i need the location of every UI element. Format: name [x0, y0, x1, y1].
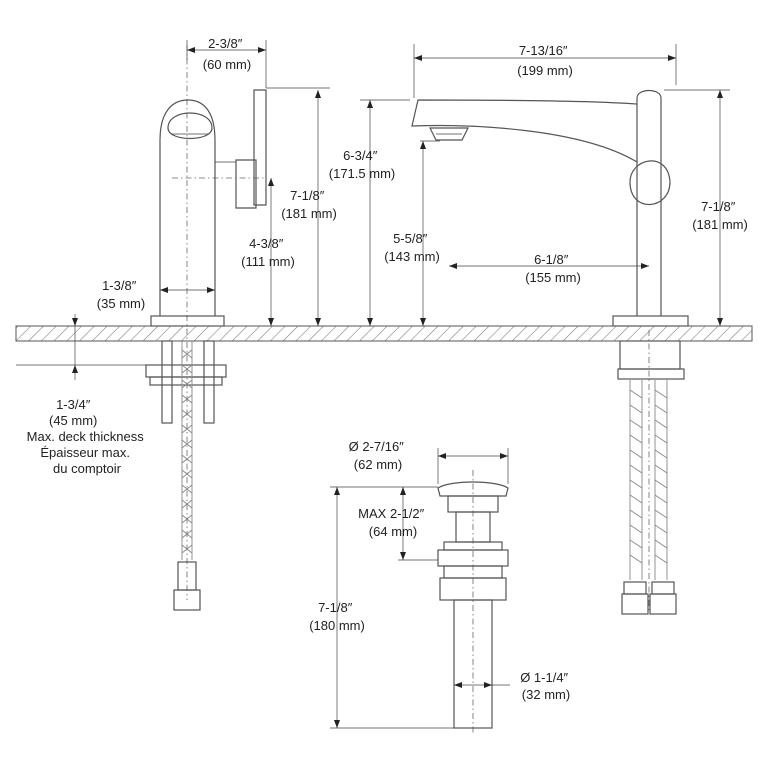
handle-width-label: 2-3/8″ (60 mm) [203, 36, 251, 72]
spout-reach-label: 6-1/8″ (155 mm) [525, 252, 581, 285]
base-diameter-label: 1-3/8″ (35 mm) [97, 278, 145, 311]
handle-faucet [145, 45, 267, 611]
spout-reach-total-label: 7-13/16″ (199 mm) [517, 43, 573, 78]
spout-body-height-label: 7-1/8″ (181 mm) [692, 199, 748, 232]
drain-length-label: 7-1/8″ (180 mm) [309, 600, 365, 633]
aerator-height-label: 5-5/8″ (143 mm) [384, 231, 440, 264]
drain-max-label: MAX 2-1/2″ (64 mm) [358, 506, 428, 539]
countertop [15, 325, 753, 342]
dimension-lines [16, 40, 730, 729]
drain-tail-label: Ø 1-1/4″ (32 mm) [520, 670, 572, 702]
lever-height-label: 4-3/8″ (111 mm) [241, 236, 295, 269]
drain-flange-label: Ø 2-7/16″ (62 mm) [349, 439, 408, 472]
pop-up-drain [437, 470, 509, 735]
deck-thickness-label: 1-3/4″ (45 mm) Max. deck thickness Épais… [27, 397, 148, 476]
spout [411, 89, 689, 615]
handle-height-label: 7-1/8″ (181 mm) [281, 188, 337, 221]
spout-height-label: 6-3/4″ (171.5 mm) [329, 148, 395, 181]
